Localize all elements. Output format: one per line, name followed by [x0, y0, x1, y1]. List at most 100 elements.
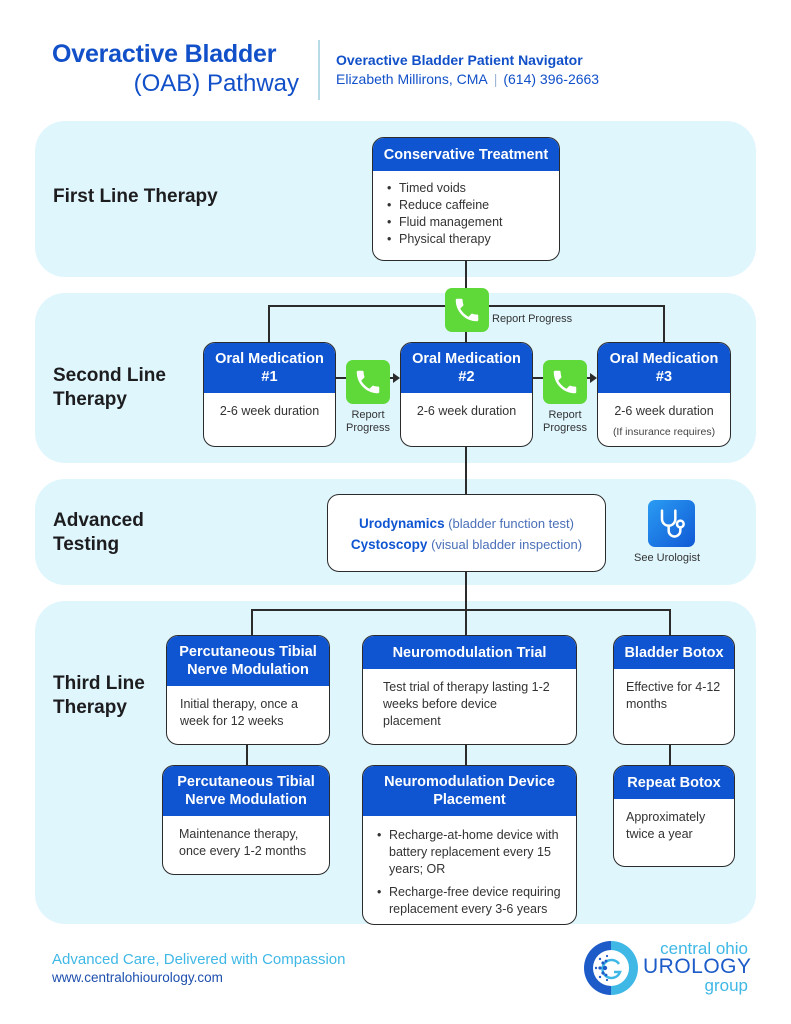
oral-medication-2-title-line2: #2: [458, 369, 475, 385]
second-line-label-line1: Second Line: [53, 365, 166, 386]
ptnm-maintenance-body: Maintenance therapy, once every 1-2 mont…: [179, 827, 307, 858]
test-urodynamics: Urodynamics (bladder function test): [328, 513, 605, 534]
test-cystoscopy-name: Cystoscopy: [350, 537, 428, 552]
page-title: Overactive Bladder: [52, 40, 277, 68]
neuromodulation-device-list: Recharge-at-home device with battery rep…: [377, 827, 562, 918]
phone-icon: [553, 370, 577, 394]
advanced-testing-label-line1: Advanced: [53, 510, 144, 531]
list-item: Timed voids: [387, 180, 545, 197]
ptnm-initial-title-line2: Nerve Modulation: [187, 662, 309, 678]
navigator-title: Overactive Bladder Patient Navigator: [336, 52, 583, 68]
logo-line1: central ohio: [660, 939, 748, 958]
report-progress-label-1-line1: Report: [351, 409, 385, 421]
page-subtitle: (OAB) Pathway: [133, 70, 299, 97]
navigator-contact: Elizabeth Millirons, CMA|(614) 396-2663: [336, 71, 599, 87]
bladder-botox-box: Bladder Botox Effective for 4-12 months: [613, 635, 735, 745]
ptnm-initial-body: Initial therapy, once a week for 12 week…: [180, 697, 298, 728]
report-progress-phone-top[interactable]: [445, 288, 489, 332]
conservative-treatment-list: Timed voids Reduce caffeine Fluid manage…: [387, 180, 545, 248]
phone-icon: [455, 298, 479, 322]
second-line-label: Second Line Therapy: [53, 364, 166, 412]
bladder-botox-title: Bladder Botox: [614, 636, 734, 669]
second-line-label-line2: Therapy: [53, 389, 127, 410]
conservative-treatment-body: Timed voids Reduce caffeine Fluid manage…: [373, 171, 559, 258]
oral-medication-1-title-line2: #1: [261, 369, 278, 385]
conservative-treatment-title: Conservative Treatment: [373, 138, 559, 171]
connector-third-line-top: [251, 609, 671, 611]
neuromodulation-trial-body: Test trial of therapy lasting 1-2 weeks …: [383, 680, 550, 728]
report-progress-label-2: Report Progress: [537, 409, 593, 435]
list-item: Recharge-free device requiring replaceme…: [377, 884, 562, 918]
report-progress-label-1: Report Progress: [340, 409, 396, 435]
footer-website-link[interactable]: www.centralohiourology.com: [52, 970, 223, 985]
report-progress-label-2-line2: Progress: [542, 422, 588, 434]
oral-medication-1-title-line1: Oral Medication: [215, 351, 324, 367]
advanced-testing-label: Advanced Testing: [53, 509, 144, 557]
phone-icon: [356, 370, 380, 394]
oral-medication-1-body: 2-6 week duration: [219, 404, 320, 418]
test-cystoscopy-desc: (visual bladder inspection): [431, 537, 583, 552]
third-line-label-line1: Third Line: [53, 673, 145, 694]
oral-medication-3-note: (If insurance requires): [612, 426, 716, 438]
report-progress-phone-2[interactable]: [543, 360, 587, 404]
navigator-name: Elizabeth Millirons, CMA: [336, 71, 488, 87]
oral-medication-2-title: Oral Medication #2: [401, 343, 532, 393]
arrow-to-med3: [590, 373, 597, 383]
third-line-label-line2: Therapy: [53, 697, 127, 718]
oral-medication-3-duration: 2-6 week duration: [614, 404, 714, 418]
oral-medication-1-box: Oral Medication #1 2-6 week duration: [203, 342, 336, 447]
connector-to-med1: [268, 305, 270, 343]
oral-medication-3-title: Oral Medication #3: [598, 343, 730, 393]
oral-medication-3-box: Oral Medication #3 2-6 week duration (If …: [597, 342, 731, 447]
see-urologist-button[interactable]: [648, 500, 695, 547]
oral-medication-3-title-line2: #3: [655, 369, 673, 385]
report-progress-label-2-line1: Report: [548, 409, 582, 421]
connector-botox-to-repeat: [669, 744, 671, 766]
see-urologist-label: See Urologist: [634, 552, 701, 564]
list-item: Fluid management: [387, 214, 545, 231]
stethoscope-icon: [660, 508, 685, 538]
footer-tagline: Advanced Care, Delivered with Compassion: [52, 951, 346, 968]
test-urodynamics-desc: (bladder function test): [448, 516, 574, 531]
connector-ptnm-to-maintenance: [246, 744, 248, 766]
ptnm-maintenance-title-line2: Nerve Modulation: [185, 792, 307, 808]
oral-medication-1-title: Oral Medication #1: [204, 343, 335, 393]
list-item: Recharge-at-home device with battery rep…: [377, 827, 562, 878]
logo-line2: UROLOGY: [643, 955, 752, 978]
test-urodynamics-name: Urodynamics: [359, 516, 445, 531]
neuromodulation-trial-box: Neuromodulation Trial Test trial of ther…: [362, 635, 577, 745]
central-ohio-urology-logo-icon: [584, 941, 638, 995]
navigator-phone[interactable]: (614) 396-2663: [503, 71, 600, 87]
connector-advanced-to-third: [465, 571, 467, 636]
report-progress-label-top: Report Progress: [492, 313, 573, 325]
report-progress-phone-1[interactable]: [346, 360, 390, 404]
neuromodulation-device-body: Recharge-at-home device with battery rep…: [363, 816, 576, 924]
neuromodulation-trial-title: Neuromodulation Trial: [363, 636, 576, 669]
ptnm-initial-title-line1: Percutaneous Tibial: [179, 644, 317, 660]
test-cystoscopy: Cystoscopy (visual bladder inspection): [328, 534, 605, 555]
conservative-treatment-box: Conservative Treatment Timed voids Reduc…: [372, 137, 560, 261]
arrow-to-med2: [393, 373, 400, 383]
connector-trial-to-device: [465, 744, 467, 766]
connector-second-to-advanced: [465, 446, 467, 495]
repeat-botox-box: Repeat Botox Approximately twice a year: [613, 765, 735, 867]
neuromodulation-device-title-line2: Placement: [433, 792, 506, 808]
logo-line3: group: [704, 976, 748, 995]
advanced-testing-label-line2: Testing: [53, 534, 120, 555]
third-line-label: Third Line Therapy: [53, 672, 145, 720]
oral-medication-2-title-line1: Oral Medication: [412, 351, 521, 367]
report-progress-label-1-line2: Progress: [345, 422, 391, 434]
list-item: Reduce caffeine: [387, 197, 545, 214]
repeat-botox-title: Repeat Botox: [614, 766, 734, 799]
oral-medication-3-body: 2-6 week duration (If insurance requires…: [598, 393, 730, 446]
first-line-label: First Line Therapy: [53, 186, 218, 207]
bladder-botox-body: Effective for 4-12 months: [626, 680, 721, 711]
connector-to-ptnm: [251, 609, 253, 636]
header-divider: [318, 40, 320, 100]
oral-medication-2-box: Oral Medication#2 2-6 week duration: [400, 342, 533, 447]
oral-medication-3-title-line1: Oral Medication: [609, 351, 719, 367]
